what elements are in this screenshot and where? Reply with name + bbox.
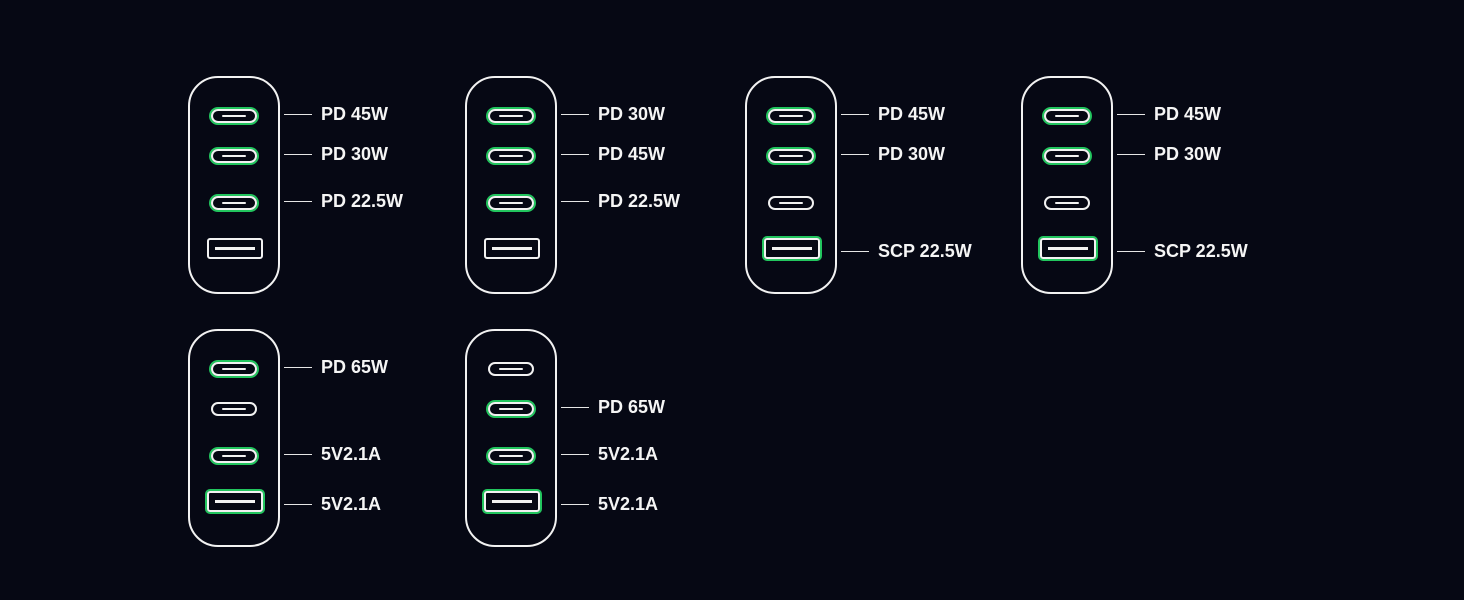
usb-c-port-icon <box>488 196 534 210</box>
usb-c-port-icon <box>211 109 257 123</box>
port-output-label: PD 45W <box>878 104 946 124</box>
usb-c-port-icon <box>488 362 534 376</box>
port-output-label: PD 30W <box>878 144 946 164</box>
leader-line <box>284 504 312 505</box>
usb-a-port-icon <box>764 238 820 259</box>
usb-a-port-icon <box>207 238 263 259</box>
port-output-label: PD 22.5W <box>598 191 681 211</box>
usb-c-port-icon <box>211 402 257 416</box>
usb-c-port-icon <box>1044 109 1090 123</box>
usb-c-port-icon <box>768 149 814 163</box>
port-output-label: 5V2.1A <box>598 444 659 464</box>
port-output-label: PD 22.5W <box>321 191 404 211</box>
leader-line <box>561 154 589 155</box>
usb-a-port-icon <box>1040 238 1096 259</box>
usb-c-port-icon <box>211 149 257 163</box>
usb-c-port-icon <box>211 196 257 210</box>
port-output-label: 5V2.1A <box>598 494 659 514</box>
charger-2 <box>465 76 557 294</box>
port-output-label: PD 45W <box>598 144 666 164</box>
port-output-label: PD 30W <box>1154 144 1222 164</box>
charger-3 <box>745 76 837 294</box>
leader-line <box>284 154 312 155</box>
leader-line <box>284 201 312 202</box>
leader-line <box>561 504 589 505</box>
charger-4 <box>1021 76 1113 294</box>
usb-c-port-icon <box>211 362 257 376</box>
usb-a-port-icon <box>484 238 540 259</box>
leader-line <box>284 367 312 368</box>
port-output-label: PD 65W <box>321 357 389 377</box>
usb-c-port-icon <box>488 402 534 416</box>
leader-line <box>1117 114 1145 115</box>
usb-c-port-icon <box>768 196 814 210</box>
leader-line <box>561 454 589 455</box>
port-output-label: PD 30W <box>321 144 389 164</box>
leader-line <box>1117 251 1145 252</box>
leader-line <box>561 407 589 408</box>
leader-line <box>561 201 589 202</box>
port-output-label: 5V2.1A <box>321 444 382 464</box>
leader-line <box>841 154 869 155</box>
charger-5 <box>188 329 280 547</box>
charger-6 <box>465 329 557 547</box>
usb-c-port-icon <box>1044 149 1090 163</box>
port-output-label: SCP 22.5W <box>878 241 972 261</box>
usb-a-port-icon <box>484 491 540 512</box>
port-output-label: 5V2.1A <box>321 494 382 514</box>
usb-a-port-icon <box>207 491 263 512</box>
port-output-label: PD 30W <box>598 104 666 124</box>
usb-c-port-icon <box>488 109 534 123</box>
usb-c-port-icon <box>488 149 534 163</box>
usb-c-port-icon <box>768 109 814 123</box>
port-output-label: SCP 22.5W <box>1154 241 1248 261</box>
leader-line <box>561 114 589 115</box>
leader-line <box>841 251 869 252</box>
leader-line <box>1117 154 1145 155</box>
usb-c-port-icon <box>211 449 257 463</box>
port-output-label: PD 45W <box>1154 104 1222 124</box>
port-output-label: PD 65W <box>598 397 666 417</box>
leader-line <box>841 114 869 115</box>
charger-1 <box>188 76 280 294</box>
leader-line <box>284 114 312 115</box>
usb-c-port-icon <box>1044 196 1090 210</box>
leader-line <box>284 454 312 455</box>
usb-c-port-icon <box>488 449 534 463</box>
port-output-label: PD 45W <box>321 104 389 124</box>
